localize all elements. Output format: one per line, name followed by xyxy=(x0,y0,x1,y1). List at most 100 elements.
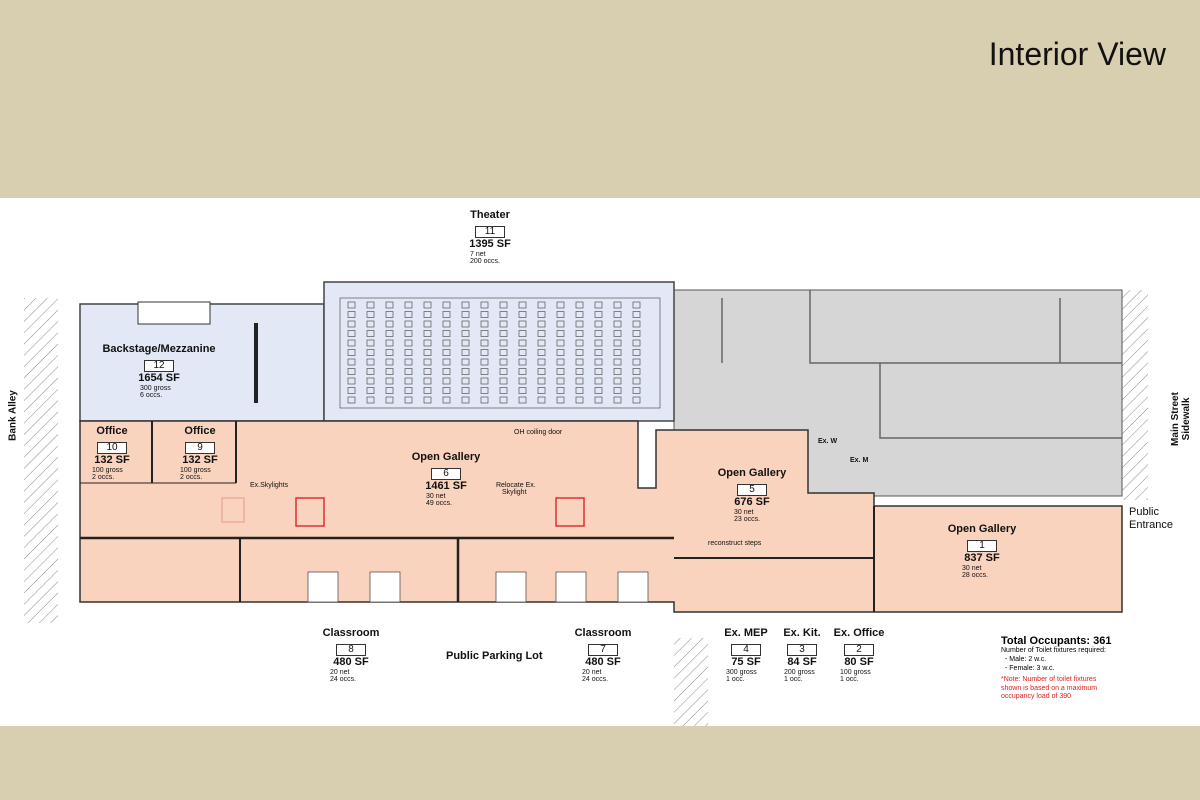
theater-seat xyxy=(537,387,546,394)
theater-seat xyxy=(423,301,432,309)
theater-seat xyxy=(518,311,527,318)
theater-seat xyxy=(385,330,394,337)
theater-seat xyxy=(347,330,356,337)
theater-seat xyxy=(347,368,356,375)
theater-seat xyxy=(404,330,413,337)
theater-seat xyxy=(461,377,470,385)
theater-seat xyxy=(537,339,546,347)
theater-seat xyxy=(613,301,622,309)
theater-seat xyxy=(442,358,451,366)
theater-seat xyxy=(480,368,489,375)
theater-seat xyxy=(347,339,356,347)
theater-seat xyxy=(404,301,413,309)
theater-seat xyxy=(556,387,565,394)
theater-seat xyxy=(575,349,584,356)
theater-seat xyxy=(613,387,622,394)
theater-seat xyxy=(594,377,603,385)
theater-seat xyxy=(404,396,413,404)
theater-seat xyxy=(632,387,641,394)
theater-seat xyxy=(499,301,508,309)
theater-seat xyxy=(385,311,394,318)
theater-seat xyxy=(366,396,375,404)
theater-seat xyxy=(613,377,622,385)
theater-seat xyxy=(632,339,641,347)
theater-seat xyxy=(594,368,603,375)
theater-seat xyxy=(556,301,565,309)
theater-seat xyxy=(423,396,432,404)
theater-seat xyxy=(518,396,527,404)
floor-plan-drawing xyxy=(24,281,1148,726)
existing-wall xyxy=(809,290,1122,364)
theater-area xyxy=(323,281,675,422)
theater-seat xyxy=(499,311,508,318)
theater-seat xyxy=(347,311,356,318)
theater-seat xyxy=(499,368,508,375)
theater-seat xyxy=(499,377,508,385)
oh-door-note: OH coiling door xyxy=(514,429,563,436)
theater-seat xyxy=(385,301,394,309)
theater-seat xyxy=(518,301,527,309)
theater-seat xyxy=(575,320,584,328)
theater-seat xyxy=(518,368,527,375)
theater-seat xyxy=(404,349,413,356)
theater-seat xyxy=(537,349,546,356)
theater-seat xyxy=(347,387,356,394)
theater-seat xyxy=(423,387,432,394)
theater-seat xyxy=(594,301,603,309)
theater-seat xyxy=(442,368,451,375)
skylight-marker xyxy=(295,497,325,527)
theater-seat xyxy=(575,387,584,394)
theater-seat xyxy=(537,377,546,385)
theater-seat xyxy=(423,330,432,337)
theater-seat xyxy=(556,311,565,318)
theater-seat xyxy=(575,311,584,318)
theater-seat xyxy=(613,320,622,328)
total-occupants: Total Occupants: 361 xyxy=(1001,635,1112,647)
occupancy-summary: Total Occupants: 361 Number of Toilet fi… xyxy=(1001,635,1191,701)
theater-seat xyxy=(366,349,375,356)
theater-seat xyxy=(575,358,584,366)
theater-seat xyxy=(613,339,622,347)
theater-seat xyxy=(480,330,489,337)
theater-seat xyxy=(499,349,508,356)
theater-seat xyxy=(613,311,622,318)
theater-seat xyxy=(537,330,546,337)
theater-seat xyxy=(575,368,584,375)
theater-seat xyxy=(480,311,489,318)
theater-seat xyxy=(632,368,641,375)
theater-seat xyxy=(537,320,546,328)
theater-seat xyxy=(385,339,394,347)
gallery-floor xyxy=(79,420,1123,613)
theater-seat xyxy=(613,349,622,356)
theater-seat xyxy=(594,349,603,356)
theater-seat xyxy=(461,339,470,347)
theater-seat xyxy=(556,320,565,328)
theater-seat xyxy=(461,330,470,337)
occupancy-red-note: *Note: Number of toilet fixtures shown i… xyxy=(1001,676,1098,701)
theater-seat xyxy=(480,320,489,328)
bottom-band xyxy=(0,726,1200,800)
theater-seat xyxy=(347,396,356,404)
theater-seat xyxy=(423,377,432,385)
theater-seat xyxy=(461,368,470,375)
theater-seat xyxy=(537,368,546,375)
theater-seat xyxy=(613,368,622,375)
skylight-marker xyxy=(221,497,245,523)
theater-seat xyxy=(518,339,527,347)
theater-seat xyxy=(385,396,394,404)
theater-seat xyxy=(556,330,565,337)
theater-seat xyxy=(575,339,584,347)
theater-seat xyxy=(461,320,470,328)
theater-seat xyxy=(594,320,603,328)
theater-seat xyxy=(594,311,603,318)
theater-seat xyxy=(366,368,375,375)
